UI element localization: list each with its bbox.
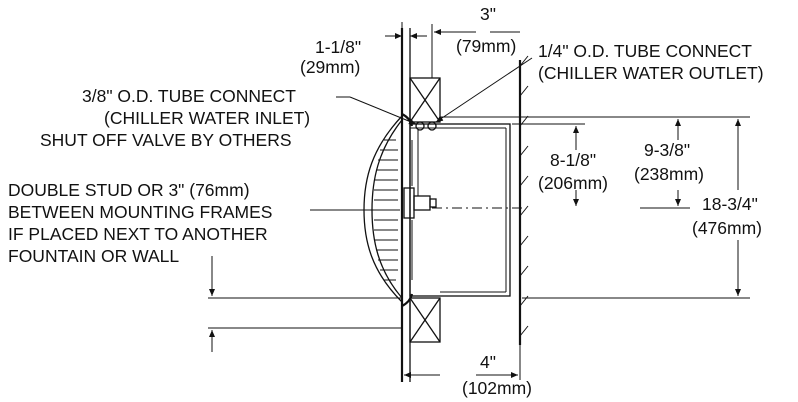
mounting-frame xyxy=(400,28,441,382)
fountain-bowl xyxy=(363,113,414,307)
dimension-1-1-8: 1-1/8" (29mm) xyxy=(300,22,427,77)
inlet-label-line1: 3/8" O.D. TUBE CONNECT xyxy=(82,86,296,106)
stud-note-line3: IF PLACED NEXT TO ANOTHER xyxy=(8,224,268,244)
dimension-8-1-8: 8-1/8" (206mm) xyxy=(512,123,608,206)
outlet-label-line2: (CHILLER WATER OUTLET) xyxy=(538,63,764,83)
dim-3-label: 3" xyxy=(480,4,496,24)
dim-9-3-8-mm-label: (238mm) xyxy=(634,164,704,184)
outlet-callout: 1/4" O.D. TUBE CONNECT (CHILLER WATER OU… xyxy=(435,41,764,123)
stud-note-line4: FOUNTAIN OR WALL xyxy=(8,246,179,266)
dimension-18-3-4: 18-3/4" (476mm) xyxy=(522,119,762,299)
inlet-label-line3: SHUT OFF VALVE BY OTHERS xyxy=(40,130,292,150)
dim-8-1-8-label: 8-1/8" xyxy=(550,150,596,170)
dim-1-1-8-label: 1-1/8" xyxy=(315,37,361,57)
dim-4-mm-label: (102mm) xyxy=(462,378,532,398)
stud-note-line2: BETWEEN MOUNTING FRAMES xyxy=(8,202,272,222)
chiller-box xyxy=(409,123,511,297)
dimension-9-3-8: 9-3/8" (238mm) xyxy=(440,116,750,209)
dim-18-3-4-mm-label: (476mm) xyxy=(692,218,762,238)
dim-4-label: 4" xyxy=(480,352,496,372)
inlet-label-line2: (CHILLER WATER INLET) xyxy=(104,108,310,128)
dim-1-1-8-mm-label: (29mm) xyxy=(300,57,360,77)
dimension-3: 3" (79mm) xyxy=(431,4,520,78)
stud-note-line1: DOUBLE STUD OR 3" (76mm) xyxy=(8,180,250,200)
double-stud-note: DOUBLE STUD OR 3" (76mm) BETWEEN MOUNTIN… xyxy=(8,180,402,352)
valve-fittings xyxy=(403,121,437,280)
dim-3-mm-label: (79mm) xyxy=(456,36,516,56)
dim-8-1-8-mm-label: (206mm) xyxy=(538,173,608,193)
dim-18-3-4-label: 18-3/4" xyxy=(702,194,758,214)
dimension-4: 4" (102mm) xyxy=(404,345,532,398)
inlet-callout: 3/8" O.D. TUBE CONNECT (CHILLER WATER IN… xyxy=(40,86,417,150)
finished-wall xyxy=(518,55,529,345)
dim-9-3-8-label: 9-3/8" xyxy=(644,140,690,160)
outlet-label-line1: 1/4" O.D. TUBE CONNECT xyxy=(538,41,752,61)
